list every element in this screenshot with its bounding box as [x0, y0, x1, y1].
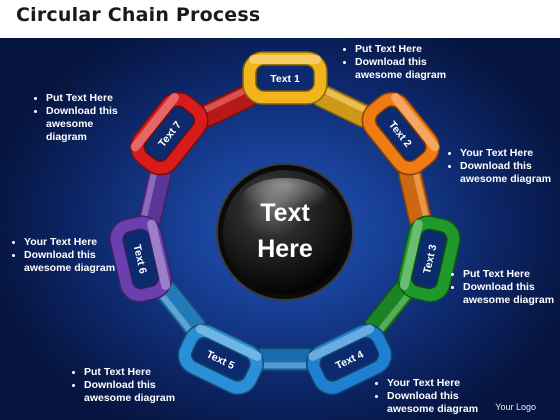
note-left-middle: Your Text Here Download this awesome dia…: [6, 236, 116, 275]
note-bullet: Download this awesome diagram: [460, 160, 552, 186]
note-bullet: Your Text Here: [24, 236, 116, 249]
note-bullet: Put Text Here: [46, 92, 136, 105]
note-bottom-left: Put Text Here Download this awesome diag…: [66, 366, 176, 405]
chain-link-6: Text 6: [109, 215, 173, 303]
note-bullet: Download this awesome diagram: [84, 379, 176, 405]
note-bullet: Download this awesome diagram: [24, 249, 116, 275]
chain-link-1: Text 1: [242, 51, 328, 105]
note-bullet: Download this awesome diagram: [46, 105, 136, 144]
chain-link-5: Text 5: [177, 323, 264, 396]
chain-link-4: Text 4: [306, 323, 393, 396]
note-bottom-right: Your Text Here Download this awesome dia…: [369, 377, 479, 416]
chain-link-2: Text 2: [361, 92, 440, 176]
note-bullet: Put Text Here: [463, 268, 555, 281]
note-top-left: Put Text Here Download this awesome diag…: [28, 92, 136, 144]
chain-link-3: Text 3: [397, 215, 461, 303]
note-bullet: Download this awesome diagram: [387, 390, 479, 416]
center-text-line-2: Here: [257, 235, 313, 263]
page-title: Circular Chain Process: [16, 4, 261, 26]
note-bullet: Your Text Here: [460, 147, 552, 160]
note-bullet: Download this awesome diagram: [355, 56, 450, 82]
note-bullet: Your Text Here: [387, 377, 479, 390]
title-bar: Circular Chain Process: [0, 0, 560, 38]
note-bullet: Download this awesome diagram: [463, 281, 555, 307]
center-text-line-1: Text: [260, 199, 310, 227]
chain-link-7: Text 7: [130, 92, 209, 176]
note-bullet: Put Text Here: [355, 43, 450, 56]
note-right-lower: Put Text Here Download this awesome diag…: [445, 268, 555, 307]
chain-link-label: Text 1: [270, 73, 300, 85]
note-top-right: Put Text Here Download this awesome diag…: [337, 43, 450, 82]
center-circle: Text Here: [216, 163, 354, 301]
logo-text: Your Logo: [495, 402, 536, 412]
note-bullet: Put Text Here: [84, 366, 176, 379]
note-right-upper: Your Text Here Download this awesome dia…: [442, 147, 552, 186]
chain-connector: [250, 347, 320, 372]
